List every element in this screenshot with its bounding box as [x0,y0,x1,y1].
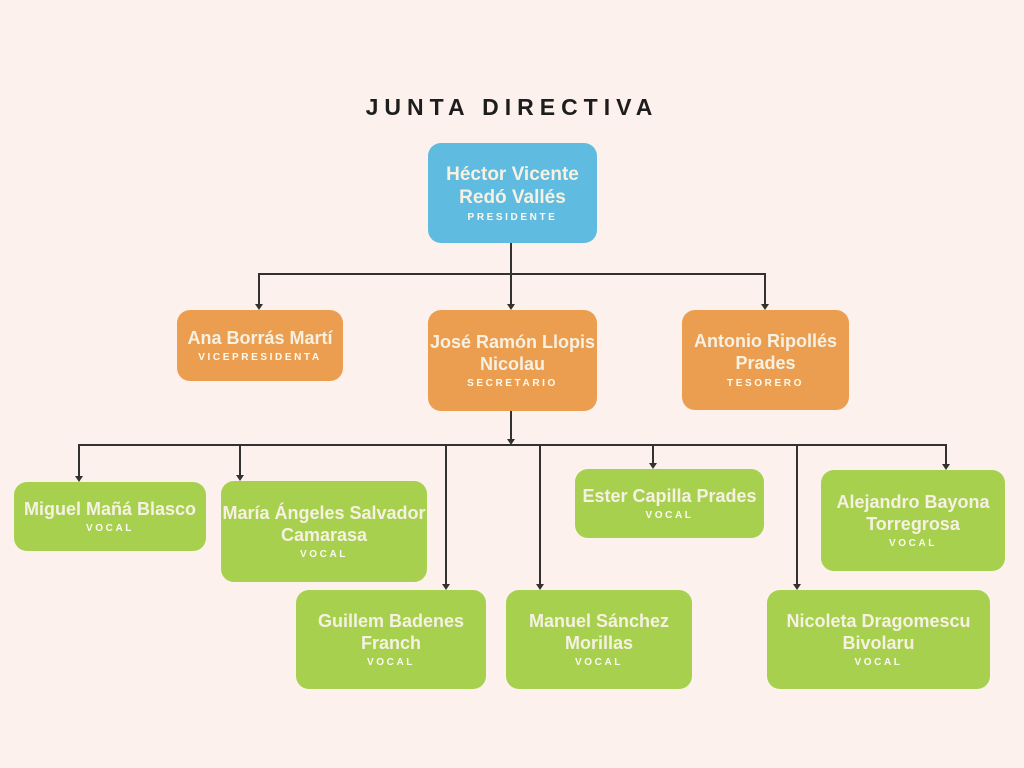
connector-line [510,411,512,441]
member-role: VOCAL [367,657,415,669]
member-name: José Ramón Llopis Nicolau [429,331,596,374]
member-name: Guillem Badenes Franch [317,610,465,653]
member-role: VICEPRESIDENTA [198,352,322,364]
org-node-vocal-manuel: Manuel Sánchez Morillas VOCAL [506,590,692,689]
member-name: Alejandro Bayona Torregrosa [836,491,990,534]
org-node-tesorero: Antonio Ripollés Prades TESORERO [682,310,849,410]
connector-arrow-icon [507,304,515,310]
org-node-vocal-nicoleta: Nicoleta Dragomescu Bivolaru VOCAL [767,590,990,689]
member-role: PRESIDENTE [467,212,558,224]
org-node-vicepresidenta: Ana Borrás Martí VICEPRESIDENTA [177,310,343,381]
member-name: Nicoleta Dragomescu Bivolaru [786,610,971,653]
connector-arrow-icon [236,475,244,481]
org-node-secretario: José Ramón Llopis Nicolau SECRETARIO [428,310,597,411]
org-node-vocal-maria-angeles: María Ángeles Salvador Camarasa VOCAL [221,481,427,582]
org-node-presidente: Héctor Vicente Redó Vallés PRESIDENTE [428,143,597,243]
connector-line [796,444,798,586]
page-title: JUNTA DIRECTIVA [365,94,659,120]
connector-arrow-icon [536,584,544,590]
connector-line [445,444,447,586]
connector-arrow-icon [942,464,950,470]
connector-line [652,444,654,465]
connector-line [239,444,241,477]
connector-arrow-icon [761,304,769,310]
member-role: VOCAL [575,657,623,669]
connector-line [78,444,80,478]
member-name: Ana Borrás Martí [187,327,333,348]
org-node-vocal-miguel: Miguel Mañá Blasco VOCAL [14,482,206,551]
member-name: Miguel Mañá Blasco [23,498,197,519]
connector-line [510,243,512,274]
connector-arrow-icon [793,584,801,590]
connector-line [258,273,260,306]
member-role: VOCAL [854,657,903,669]
member-name: Héctor Vicente Redó Vallés [446,163,579,208]
connector-arrow-icon [649,463,657,469]
connector-line [78,444,947,446]
connector-line [539,444,541,586]
member-role: VOCAL [86,523,134,535]
member-name: Manuel Sánchez Morillas [528,610,670,653]
member-name: Antonio Ripollés Prades [694,331,837,373]
member-name: Ester Capilla Prades [582,485,757,506]
member-role: VOCAL [889,538,937,550]
org-node-vocal-alejandro: Alejandro Bayona Torregrosa VOCAL [821,470,1005,571]
org-node-vocal-guillem: Guillem Badenes Franch VOCAL [296,590,486,689]
connector-arrow-icon [255,304,263,310]
connector-arrow-icon [507,439,515,445]
member-name: María Ángeles Salvador Camarasa [222,502,426,545]
connector-arrow-icon [442,584,450,590]
connector-line [945,444,947,466]
connector-line [258,273,766,275]
member-role: VOCAL [300,549,348,561]
org-node-vocal-ester: Ester Capilla Prades VOCAL [575,469,764,538]
connector-line [510,273,512,306]
connector-arrow-icon [75,476,83,482]
member-role: VOCAL [645,510,694,522]
member-role: TESORERO [727,377,804,389]
member-role: SECRETARIO [467,378,558,390]
connector-line [764,273,766,306]
